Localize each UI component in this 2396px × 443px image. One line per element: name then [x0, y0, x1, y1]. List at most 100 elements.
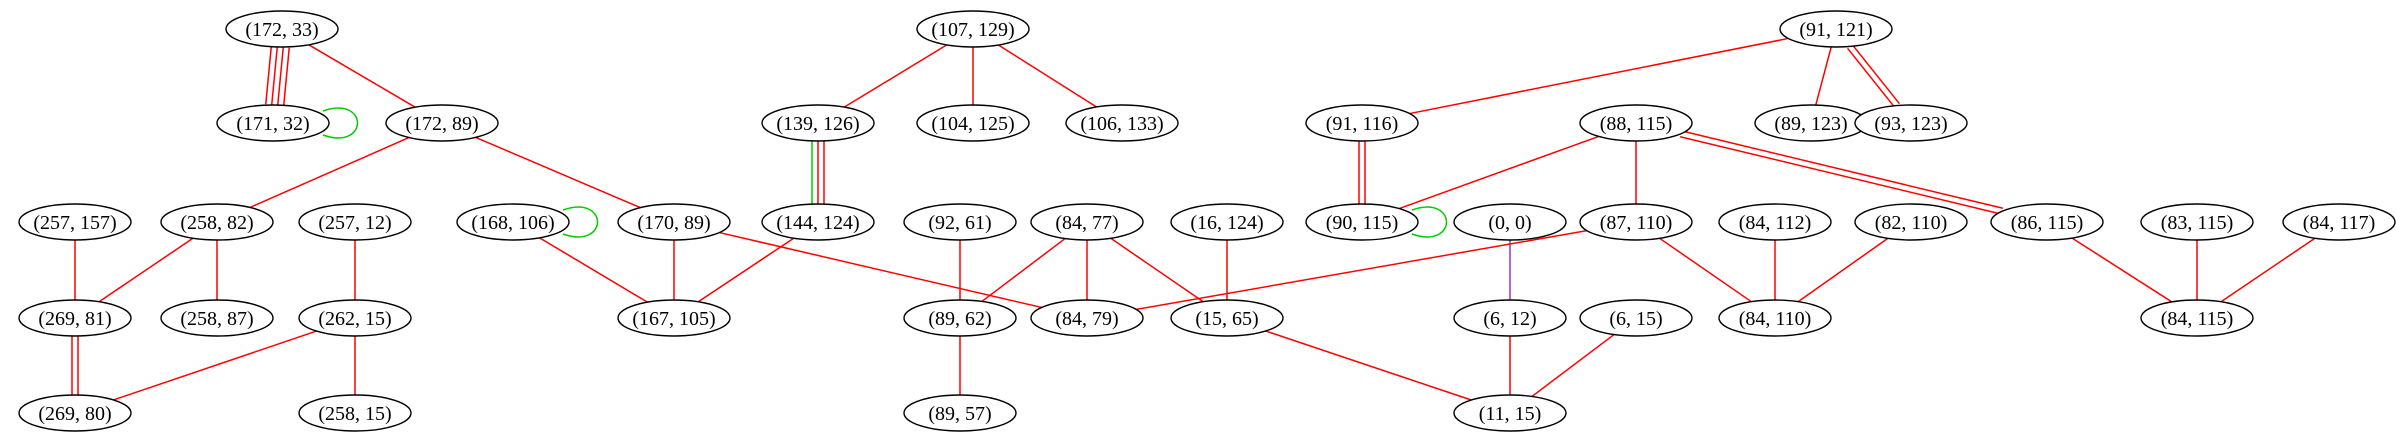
edge-91_121-93_123	[1851, 44, 1901, 105]
node-label: (89, 57)	[928, 403, 991, 425]
node-ellipse	[1854, 203, 1968, 241]
node-86_115: (86, 115)	[1990, 203, 2104, 241]
node-label: (262, 15)	[318, 308, 391, 330]
node-168_106: (168, 106)	[456, 203, 570, 241]
node-ellipse	[18, 394, 132, 432]
node-ellipse	[2140, 203, 2254, 241]
node-ellipse	[160, 203, 274, 241]
node-ellipse	[298, 299, 412, 337]
node-label: (0, 0)	[1488, 212, 1531, 234]
node-ellipse	[1453, 203, 1567, 241]
node-label: (269, 81)	[38, 308, 111, 330]
edge-88_115-86_115	[1681, 130, 2004, 210]
node-269_81: (269, 81)	[18, 299, 132, 337]
node-label: (139, 126)	[776, 113, 859, 135]
node-label: (84, 117)	[2303, 212, 2376, 234]
node-ellipse	[160, 299, 274, 337]
node-258_82: (258, 82)	[160, 203, 274, 241]
node-170_89: (170, 89)	[617, 203, 731, 241]
node-0_0: (0, 0)	[1453, 203, 1567, 241]
node-257_157: (257, 157)	[18, 203, 132, 241]
node-label: (84, 77)	[1055, 212, 1118, 234]
node-label: (258, 15)	[318, 403, 391, 425]
self-loop-171_32	[322, 107, 359, 139]
node-ellipse	[1453, 394, 1567, 432]
node-ellipse	[903, 299, 1017, 337]
node-ellipse	[298, 394, 412, 432]
node-ellipse	[916, 104, 1030, 142]
node-ellipse	[761, 203, 875, 241]
node-84_112: (84, 112)	[1718, 203, 1832, 241]
node-89_57: (89, 57)	[903, 394, 1017, 432]
node-label: (84, 112)	[1739, 212, 1812, 234]
edge-84_77-89_62	[981, 237, 1066, 303]
node-label: (258, 82)	[180, 212, 253, 234]
node-label: (90, 115)	[1326, 212, 1399, 234]
edge-layer	[71, 37, 2316, 401]
node-label: (84, 110)	[1739, 308, 1812, 330]
node-ellipse	[1718, 203, 1832, 241]
node-92_61: (92, 61)	[903, 203, 1017, 241]
node-89_123: (89, 123)	[1754, 104, 1868, 142]
node-ellipse	[617, 203, 731, 241]
edge-258_82-269_81	[98, 237, 194, 303]
node-label: (16, 124)	[1190, 212, 1263, 234]
node-ellipse	[1030, 299, 1144, 337]
node-label: (87, 110)	[1600, 212, 1673, 234]
node-label: (257, 157)	[33, 212, 116, 234]
node-257_12: (257, 12)	[298, 203, 412, 241]
node-107_129: (107, 129)	[916, 10, 1030, 48]
node-label: (257, 12)	[318, 212, 391, 234]
node-139_126: (139, 126)	[761, 104, 875, 142]
edge-91_121-89_123	[1815, 46, 1832, 106]
node-262_15: (262, 15)	[298, 299, 412, 337]
node-ellipse	[456, 203, 570, 241]
node-15_65: (15, 65)	[1170, 299, 1284, 337]
node-label: (93, 123)	[1874, 113, 1947, 135]
node-258_87: (258, 87)	[160, 299, 274, 337]
edge-84_117-84_115	[2220, 237, 2316, 303]
node-label: (82, 110)	[1875, 212, 1948, 234]
edge-172_33-171_32	[265, 46, 273, 105]
edge-172_33-171_32	[282, 47, 290, 106]
edge-172_33-171_32	[270, 46, 279, 105]
node-167_105: (167, 105)	[617, 299, 731, 337]
node-label: (88, 115)	[1600, 113, 1673, 135]
node-label: (11, 15)	[1479, 403, 1542, 425]
node-90_115: (90, 115)	[1305, 203, 1419, 241]
node-84_115: (84, 115)	[2140, 299, 2254, 337]
node-ellipse	[1170, 203, 1284, 241]
node-6_12: (6, 12)	[1453, 299, 1567, 337]
edge-15_65-11_15	[1265, 330, 1472, 401]
node-ellipse	[1030, 203, 1144, 241]
node-144_124: (144, 124)	[761, 203, 875, 241]
node-label: (172, 33)	[245, 19, 318, 41]
edge-88_115-86_115	[1679, 135, 2002, 215]
node-ellipse	[225, 10, 339, 48]
node-label: (84, 79)	[1055, 308, 1118, 330]
edge-172_33-171_32	[276, 47, 285, 106]
node-84_110: (84, 110)	[1718, 299, 1832, 337]
node-label: (258, 87)	[180, 308, 253, 330]
node-82_110: (82, 110)	[1854, 203, 1968, 241]
node-ellipse	[2282, 203, 2396, 241]
node-label: (15, 65)	[1195, 308, 1258, 330]
node-label: (144, 124)	[776, 212, 859, 234]
edge-170_89-84_79	[719, 231, 1042, 309]
node-label: (269, 80)	[38, 403, 111, 425]
node-84_77: (84, 77)	[1030, 203, 1144, 241]
edge-107_129-139_126	[843, 44, 948, 108]
node-ellipse	[1305, 104, 1419, 142]
edge-91_121-91_116	[1409, 37, 1789, 115]
node-ellipse	[216, 104, 330, 142]
edge-82_110-84_110	[1797, 237, 1889, 303]
edge-168_106-167_105	[539, 237, 648, 303]
node-label: (91, 121)	[1799, 19, 1872, 41]
node-label: (89, 123)	[1774, 113, 1847, 135]
node-ellipse	[1065, 104, 1179, 142]
node-label: (171, 32)	[236, 113, 309, 135]
node-16_124: (16, 124)	[1170, 203, 1284, 241]
node-91_121: (91, 121)	[1779, 10, 1893, 48]
edge-88_115-90_115	[1398, 135, 1600, 210]
